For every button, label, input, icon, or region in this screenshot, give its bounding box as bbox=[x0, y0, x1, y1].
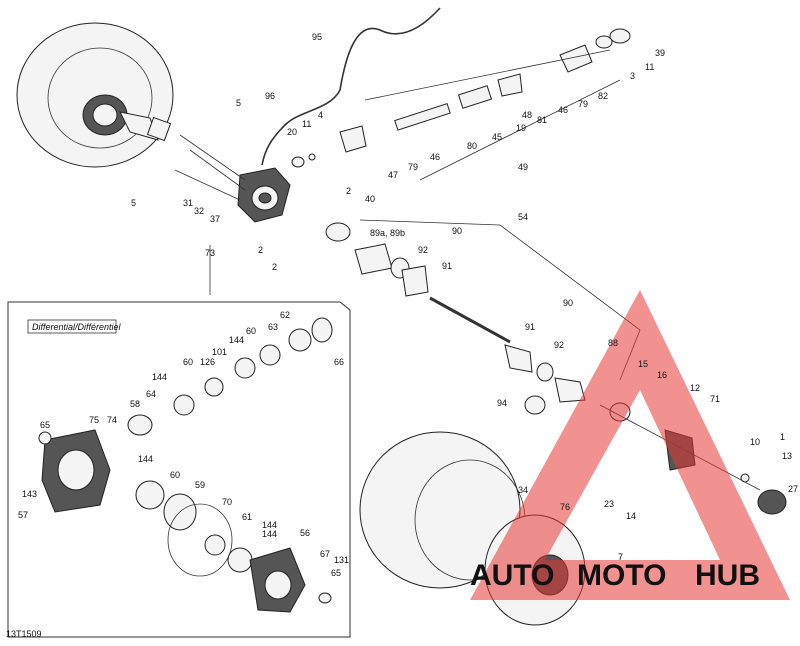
watermark-moto: MOTO bbox=[577, 559, 666, 592]
callout-label: 2 bbox=[258, 245, 263, 255]
callout-label: 75 bbox=[89, 415, 99, 425]
callout-label: 131 bbox=[334, 555, 349, 565]
callout-label: 71 bbox=[710, 394, 720, 404]
callout-label: 10 bbox=[750, 437, 760, 447]
callout-label: 95 bbox=[312, 32, 322, 42]
callout-label: 88 bbox=[608, 338, 618, 348]
callout-labels: 95 39 11 3 82 79 46 81 48 19 45 80 46 79… bbox=[18, 32, 798, 578]
inset-title: Differential/Différentiel bbox=[32, 322, 122, 332]
callout-label: 19 bbox=[516, 123, 526, 133]
callout-label: 39 bbox=[655, 48, 665, 58]
callout-label: 34 bbox=[518, 485, 528, 495]
callout-label: 60 bbox=[246, 326, 256, 336]
callout-label: 90 bbox=[452, 226, 462, 236]
callout-label: 14 bbox=[626, 511, 636, 521]
callout-label: 46 bbox=[430, 152, 440, 162]
callout-label: 92 bbox=[418, 245, 428, 255]
differential-inset: Differential/Différentiel bbox=[7, 301, 351, 638]
callout-label: 73 bbox=[205, 248, 215, 258]
callout-label: 40 bbox=[365, 194, 375, 204]
callout-label: 144 bbox=[229, 335, 244, 345]
callout-label: 65 bbox=[331, 568, 341, 578]
callout-label: 80 bbox=[467, 141, 477, 151]
callout-label: 91 bbox=[525, 322, 535, 332]
watermark-auto: AUTO bbox=[470, 559, 554, 592]
callout-label: 16 bbox=[657, 370, 667, 380]
callout-label: 7 bbox=[618, 552, 623, 562]
callout-label: 13 bbox=[782, 451, 792, 461]
callout-label: 59 bbox=[195, 480, 205, 490]
callout-label: 61 bbox=[242, 512, 252, 522]
callout-label: 56 bbox=[300, 528, 310, 538]
callout-label: 2 bbox=[272, 262, 277, 272]
callout-label: 58 bbox=[130, 399, 140, 409]
callout-label: 63 bbox=[268, 322, 278, 332]
driveshaft-top bbox=[339, 28, 631, 153]
callout-label: 144 bbox=[262, 529, 277, 539]
callout-label: 27 bbox=[788, 484, 798, 494]
callout-label: 3 bbox=[630, 71, 635, 81]
callout-label: 91 bbox=[442, 261, 452, 271]
callout-label: 11 bbox=[302, 119, 311, 129]
callout-label: 60 bbox=[170, 470, 180, 480]
callout-label: 144 bbox=[138, 454, 153, 464]
callout-label: 74 bbox=[107, 415, 117, 425]
callout-label: 12 bbox=[690, 383, 700, 393]
callout-label: 126 bbox=[200, 357, 215, 367]
callout-label: 79 bbox=[408, 162, 418, 172]
callout-label: 70 bbox=[222, 497, 232, 507]
callout-label: 31 bbox=[183, 198, 193, 208]
callout-label: 48 bbox=[522, 110, 532, 120]
callout-label: 65 bbox=[40, 420, 50, 430]
half-shaft-assembly bbox=[354, 243, 586, 415]
callout-label: 2 bbox=[346, 186, 351, 196]
callout-label: 67 bbox=[320, 549, 330, 559]
callout-label: 66 bbox=[334, 357, 344, 367]
callout-label: 23 bbox=[604, 499, 614, 509]
callout-label: 32 bbox=[194, 206, 204, 216]
callout-label: 37 bbox=[210, 214, 220, 224]
callout-label: 76 bbox=[560, 502, 570, 512]
callout-label: 1 bbox=[780, 432, 785, 442]
callout-label: 96 bbox=[265, 91, 275, 101]
callout-label: 82 bbox=[598, 91, 608, 101]
callout-label: 64 bbox=[146, 389, 156, 399]
cv-joint-top bbox=[119, 111, 172, 142]
diagram-code: 13T1509 bbox=[6, 629, 42, 639]
callout-label: 5 bbox=[131, 198, 136, 208]
callout-label: 62 bbox=[280, 310, 290, 320]
callout-label: 94 bbox=[497, 398, 507, 408]
front-tire-top-left bbox=[16, 22, 174, 168]
watermark-hub: HUB bbox=[695, 559, 760, 592]
callout-label: 11 bbox=[645, 62, 654, 72]
cable-95 bbox=[261, 7, 441, 166]
front-differential bbox=[174, 134, 351, 242]
callout-label: 92 bbox=[554, 340, 564, 350]
callout-label: 81 bbox=[537, 115, 547, 125]
callout-label: 4 bbox=[318, 110, 323, 120]
callout-label: 79 bbox=[578, 99, 588, 109]
callout-label: 60 bbox=[183, 357, 193, 367]
callout-label: 20 bbox=[287, 127, 297, 137]
callout-label: 54 bbox=[518, 212, 528, 222]
callout-label: 49 bbox=[518, 162, 528, 172]
callout-label: 89a, 89b bbox=[370, 228, 405, 238]
callout-label: 144 bbox=[152, 372, 167, 382]
callout-label: 15 bbox=[638, 359, 648, 369]
callout-label: 90 bbox=[563, 298, 573, 308]
callout-label: 47 bbox=[388, 170, 398, 180]
callout-label: 57 bbox=[18, 510, 28, 520]
callout-label: 143 bbox=[22, 489, 37, 499]
callout-label: 144 bbox=[262, 520, 277, 530]
callout-label: 101 bbox=[212, 347, 227, 357]
callout-label: 5 bbox=[236, 98, 241, 108]
callout-label: 46 bbox=[558, 105, 568, 115]
callout-label: 45 bbox=[492, 132, 502, 142]
automotohub-watermark: AUTO MOTO HUB bbox=[470, 290, 790, 600]
